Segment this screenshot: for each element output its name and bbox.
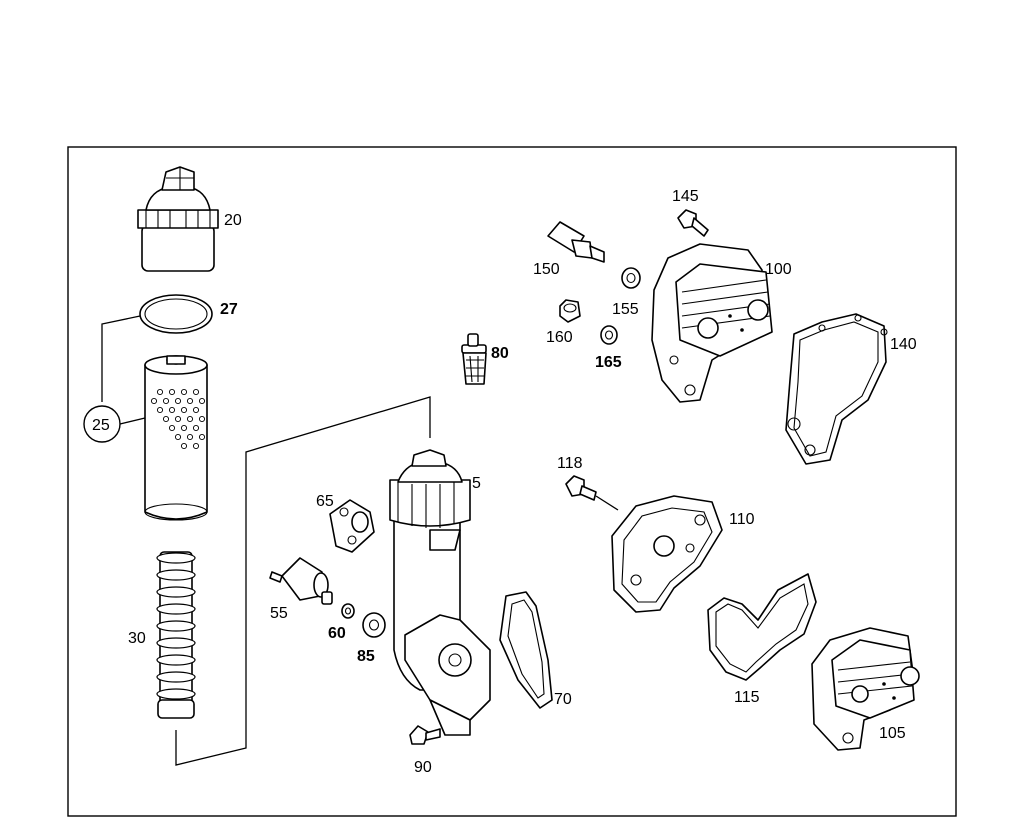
part-150-sensor[interactable]	[547, 221, 605, 263]
filter-perforation	[180, 424, 188, 432]
diagram-frame	[67, 146, 957, 817]
label-160: 160	[546, 329, 573, 346]
label-140: 140	[890, 336, 917, 353]
label-90: 90	[414, 759, 432, 776]
filter-perforation	[180, 406, 188, 414]
core-rib	[156, 671, 196, 683]
core-rib	[156, 586, 196, 598]
label-100: 100	[765, 261, 792, 278]
filter-perforation	[186, 433, 194, 441]
part-70-gasket[interactable]	[499, 591, 553, 709]
filter-perforation	[180, 442, 188, 450]
part-160-plug[interactable]	[559, 299, 581, 323]
filter-perforation	[174, 415, 182, 423]
filter-perforation	[162, 397, 170, 405]
filter-perforation	[174, 433, 182, 441]
filter-perforation	[180, 388, 188, 396]
part-27-o-ring[interactable]	[139, 294, 213, 334]
label-115: 115	[734, 689, 760, 706]
part-118-bolt[interactable]	[565, 475, 597, 501]
callout-25[interactable]	[83, 405, 121, 443]
part-60-washer[interactable]	[341, 603, 355, 619]
filter-perforation	[150, 397, 158, 405]
core-rib	[156, 552, 196, 564]
part-165-washer[interactable]	[600, 325, 618, 345]
filter-perforation	[174, 397, 182, 405]
filter-perforation	[192, 442, 200, 450]
label-20: 20	[224, 212, 242, 229]
label-150: 150	[533, 261, 560, 278]
label-25: 25	[92, 417, 110, 434]
part-90-bolt[interactable]	[409, 725, 441, 745]
label-70: 70	[554, 691, 572, 708]
part-55-valve[interactable]	[269, 557, 333, 605]
label-27: 27	[220, 301, 238, 318]
part-105-oil-cooler[interactable]	[811, 627, 920, 751]
label-118: 118	[557, 455, 583, 472]
core-rib	[156, 654, 196, 666]
filter-perforation	[156, 388, 164, 396]
filter-perforation	[192, 424, 200, 432]
label-65: 65	[316, 493, 334, 510]
part-5-filter-housing[interactable]	[389, 449, 491, 736]
core-rib	[156, 620, 196, 632]
label-105: 105	[879, 725, 906, 742]
part-155-washer[interactable]	[621, 267, 641, 289]
part-80-thermostat-valve[interactable]	[461, 333, 487, 385]
filter-perforation	[168, 406, 176, 414]
label-155: 155	[612, 301, 639, 318]
filter-perforation	[198, 415, 206, 423]
part-110-cover[interactable]	[611, 495, 723, 613]
part-20-filter-cap[interactable]	[137, 166, 219, 272]
filter-perforation	[168, 388, 176, 396]
filter-perforation	[168, 424, 176, 432]
filter-perforation	[186, 397, 194, 405]
part-30-filter-core[interactable]	[156, 551, 196, 719]
label-5: 5	[472, 475, 481, 492]
bracket-line-30-5	[175, 396, 431, 766]
label-145: 145	[672, 188, 699, 205]
label-60: 60	[328, 625, 346, 642]
label-55: 55	[270, 605, 288, 622]
filter-perforation	[192, 388, 200, 396]
filter-perforation	[198, 433, 206, 441]
filter-perforation	[192, 406, 200, 414]
core-rib	[156, 603, 196, 615]
part-65-flange[interactable]	[329, 499, 375, 553]
label-80: 80	[491, 345, 509, 362]
core-rib	[156, 688, 196, 700]
label-110: 110	[729, 511, 755, 528]
core-rib	[156, 569, 196, 581]
label-30: 30	[128, 630, 146, 647]
core-rib	[156, 637, 196, 649]
label-85: 85	[357, 648, 375, 665]
part-145-bolt[interactable]	[677, 209, 709, 237]
label-165: 165	[595, 354, 622, 371]
filter-perforation	[156, 406, 164, 414]
part-85-seal[interactable]	[362, 612, 386, 638]
callout-25-bracket	[101, 315, 146, 425]
part-115-gasket[interactable]	[707, 573, 817, 681]
filter-perforation	[162, 415, 170, 423]
filter-perforation	[198, 397, 206, 405]
part-25-filter-element[interactable]	[144, 355, 208, 521]
filter-perforation	[186, 415, 194, 423]
part-140-gasket[interactable]	[785, 313, 888, 465]
leader-118	[595, 495, 619, 511]
part-100-oil-cooler[interactable]	[651, 243, 773, 403]
